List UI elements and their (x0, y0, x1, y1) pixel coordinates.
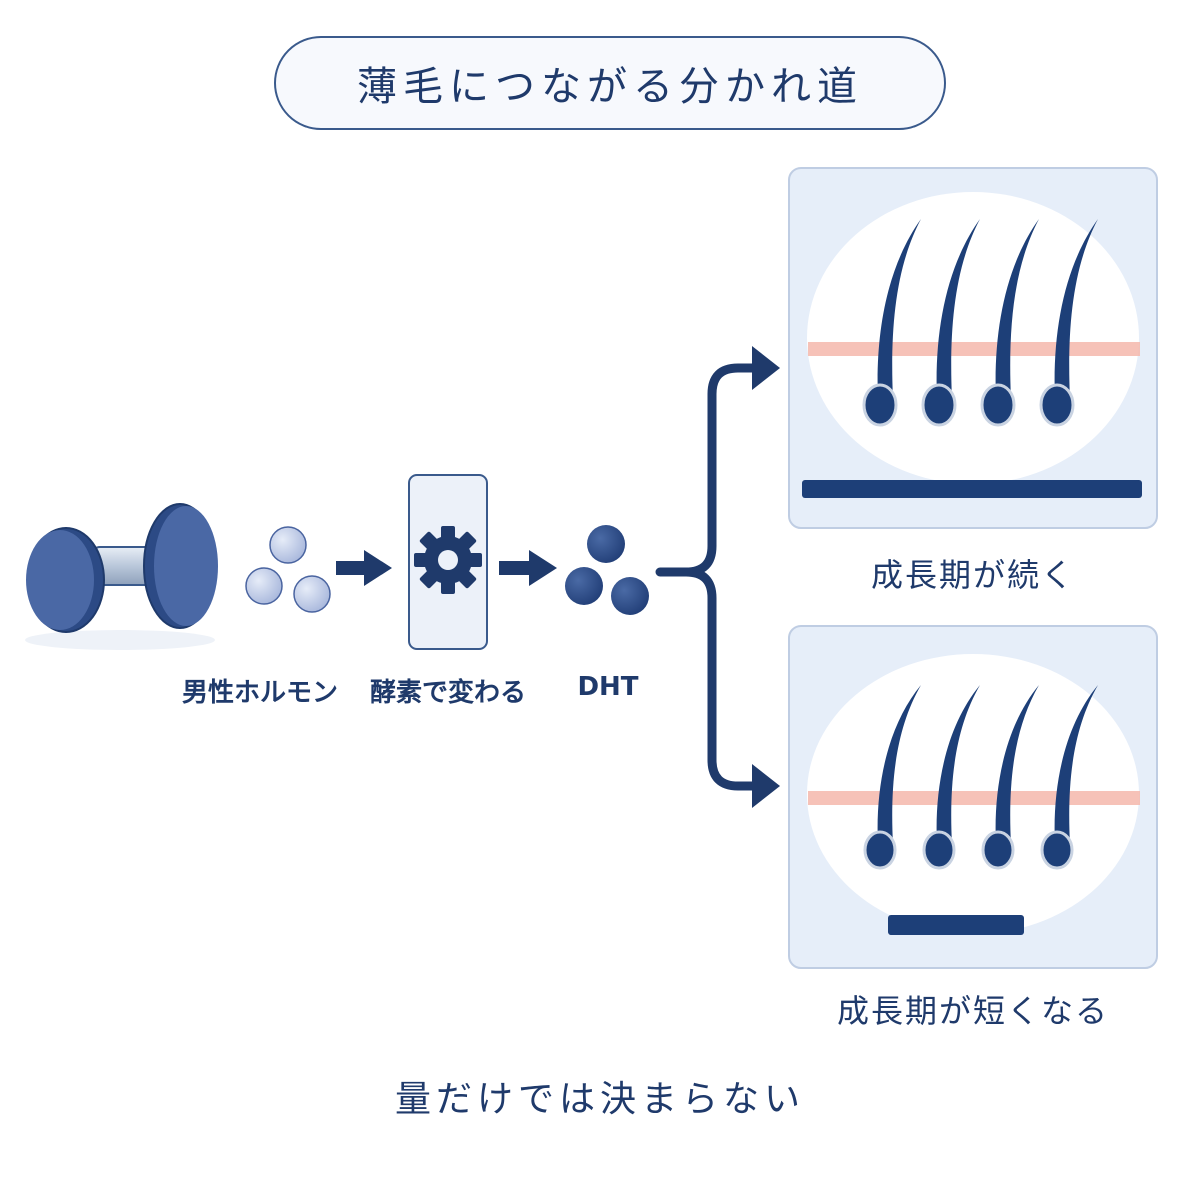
branch-arrows (655, 363, 761, 791)
growth-bar-long (802, 480, 1142, 498)
bottom-caption: 量だけでは決まらない (394, 1079, 805, 1120)
outcome-label-short: 成長期が短くなる (836, 992, 1109, 1030)
flow-arrow-1 (336, 550, 392, 586)
growth-bar-short (888, 915, 1024, 935)
hair-follicles-icon (863, 685, 1098, 870)
branch-arrow-head-top (752, 346, 780, 390)
step-label-enzyme: 酵素で変わる (369, 678, 526, 708)
dumbbell-icon (25, 503, 218, 650)
hair-follicles-icon (862, 219, 1098, 427)
enzyme-box (408, 474, 488, 650)
outcome-panel-long (788, 167, 1158, 529)
molecule-icon (565, 525, 649, 615)
title-pill: 薄毛につながる分かれ道 (274, 36, 946, 130)
branch-arrow-head-bottom (752, 764, 780, 808)
hormone-molecules-icon (245, 526, 331, 613)
page-title: 薄毛につながる分かれ道 (357, 64, 863, 110)
outcome-label-long: 成長期が続く (870, 556, 1075, 594)
outcome-panel-short (788, 625, 1158, 969)
step-label-dht: DHT (577, 672, 639, 702)
gear-icon (414, 526, 482, 594)
flow-arrow-2 (499, 550, 557, 586)
step-label-hormone: 男性ホルモン (181, 678, 338, 708)
